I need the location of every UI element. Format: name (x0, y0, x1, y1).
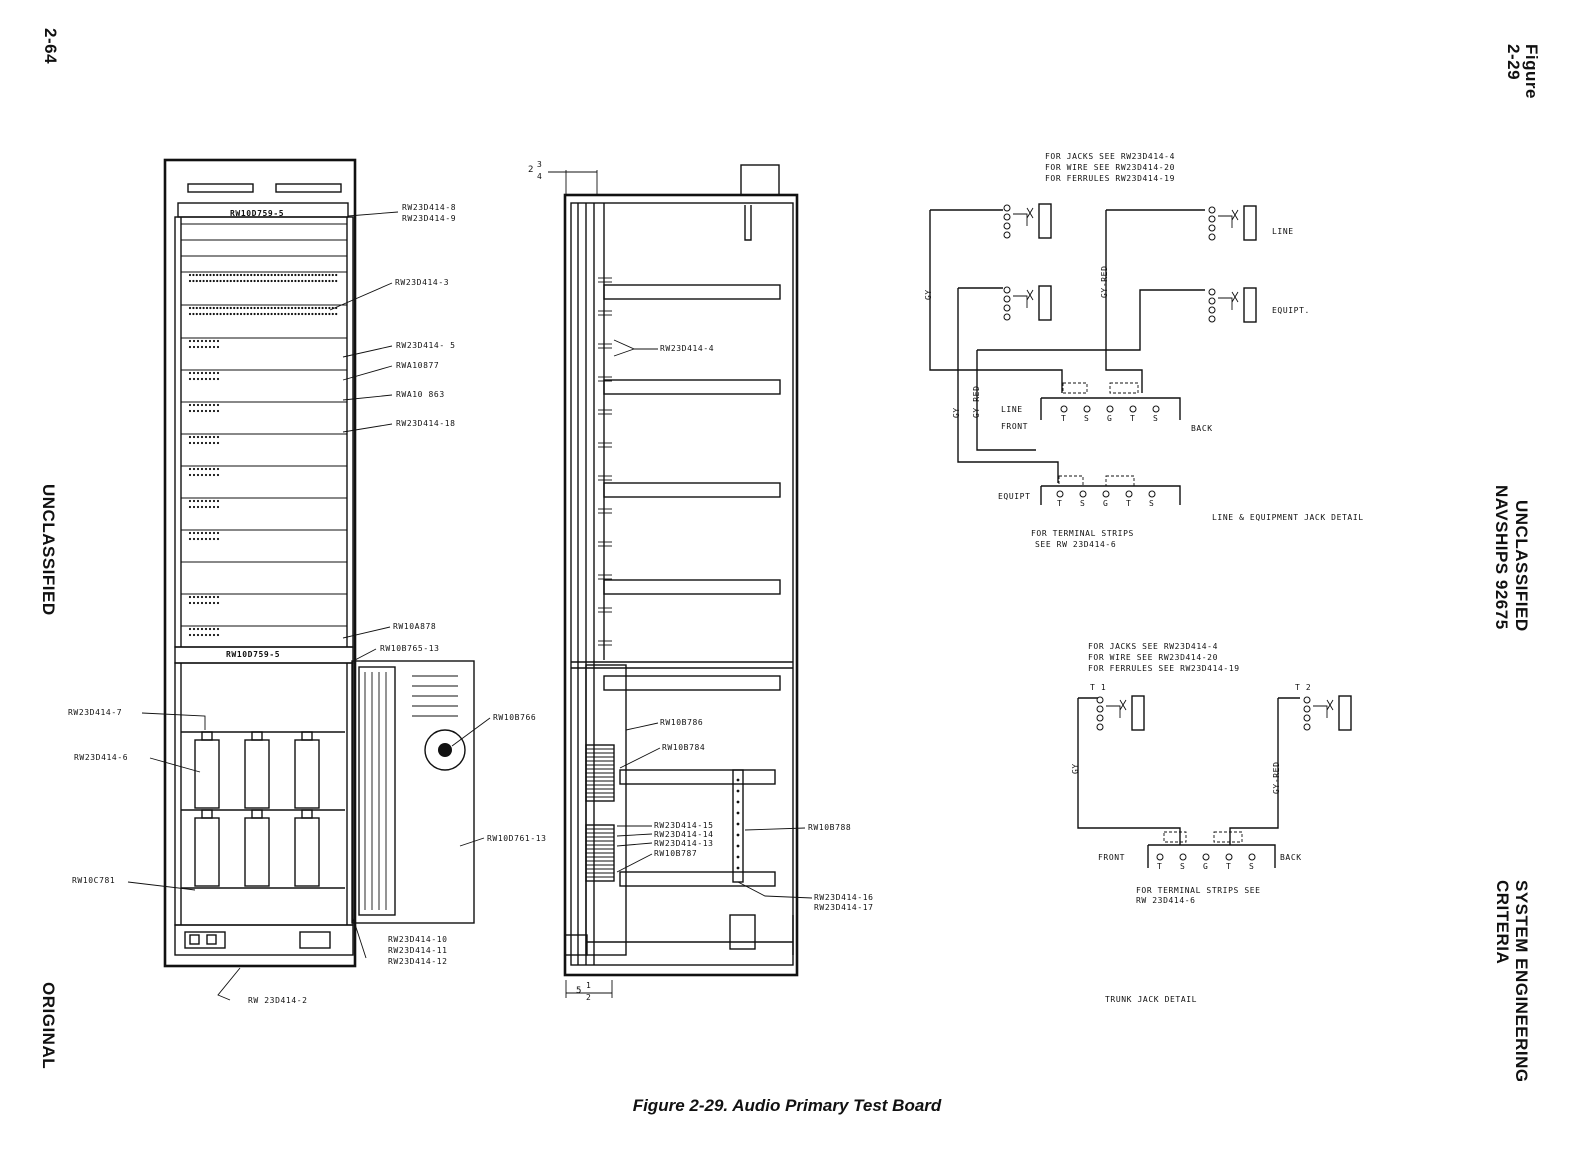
tr-note-ferrules: FOR FERRULES SEE RW23D414-19 (1088, 664, 1240, 673)
callout-rw23d414-17: RW23D414-17 (814, 903, 874, 912)
tr-wire-gy: GY (1071, 763, 1080, 774)
trunk-detail-title: TRUNK JACK DETAIL (1105, 995, 1198, 1004)
callout-rw23d414-5: RW23D414- 5 (396, 341, 456, 350)
callout-rw10d761-13: RW10D761-13 (487, 834, 547, 843)
panel-bottom-label: RW10D759-5 (226, 650, 281, 659)
callout-rw10b765-13: RW10B765-13 (380, 644, 440, 653)
terminal-letter: S (1084, 414, 1090, 423)
bottom-dimension-denominator: 2 (586, 993, 592, 1002)
top-dimension-denominator: 4 (537, 172, 543, 181)
le-strip-note-1: FOR TERMINAL STRIPS (1031, 529, 1134, 538)
trunk-front-label: FRONT (1098, 853, 1126, 862)
callout-rw23d414-14: RW23D414-14 (654, 830, 714, 839)
strip-line-label: LINE (1001, 405, 1023, 414)
trunk-t1-label: T 1 (1090, 683, 1107, 692)
terminal-letter: T (1061, 414, 1067, 423)
callout-rw23d414-16: RW23D414-16 (814, 893, 874, 902)
terminal-letter: S (1080, 499, 1086, 508)
callout-rw10a878: RW10A878 (393, 622, 437, 631)
tr-strip-note-2: RW 23D414-6 (1136, 896, 1196, 905)
side-view-cabinet (548, 164, 799, 998)
terminal-letter: T (1130, 414, 1136, 423)
side-view-leaders (613, 339, 813, 899)
callout-rwa10877: RWA10877 (396, 361, 440, 370)
callout-rw23d414-9: RW23D414-9 (402, 214, 457, 223)
line-equipment-schematic (929, 203, 1257, 505)
strip-back-label: BACK (1191, 424, 1213, 433)
trunk-back-label: BACK (1280, 853, 1302, 862)
terminal-letter: S (1180, 862, 1186, 871)
terminal-letter: G (1103, 499, 1109, 508)
front-view-cabinet (163, 158, 475, 968)
terminal-letter: T (1126, 499, 1132, 508)
le-wire-gy-red-top: GY-RED (1100, 265, 1109, 299)
strip-equipt-label: EQUIPT (998, 492, 1031, 501)
callout-rw23d414-7: RW23D414-7 (68, 708, 123, 717)
top-dimension-whole: 2 (528, 165, 535, 175)
tr-note-jacks: FOR JACKS SEE RW23D414-4 (1088, 642, 1218, 651)
callout-rw10b766: RW10B766 (493, 713, 537, 722)
callout-rw23d414-11: RW23D414-11 (388, 946, 448, 955)
trunk-t2-label: T 2 (1295, 683, 1312, 692)
terminal-letter: T (1226, 862, 1232, 871)
le-wire-gy-lower: GY (952, 407, 961, 418)
terminal-letter: S (1249, 862, 1255, 871)
terminal-letter: G (1203, 862, 1209, 871)
callout-rw23d414-3: RW23D414-3 (395, 278, 450, 287)
le-wire-gy-red-lower: GY-RED (972, 385, 981, 419)
panel-top-label: RW10D759-5 (230, 209, 285, 218)
strip-front-label: FRONT (1001, 422, 1029, 431)
callout-rw10b788: RW10B788 (808, 823, 852, 832)
callout-rw23d414-10: RW23D414-10 (388, 935, 448, 944)
callout-rw23d414-6: RW23D414-6 (74, 753, 129, 762)
tr-note-wire: FOR WIRE SEE RW23D414-20 (1088, 653, 1218, 662)
bottom-dimension-numerator: 1 (586, 981, 592, 990)
callout-rw23d414-18: RW23D414-18 (396, 419, 456, 428)
tr-wire-gy-red: GY-RED (1272, 761, 1281, 795)
callout-rw23d414-13: RW23D414-13 (654, 839, 714, 848)
terminal-letter: T (1157, 862, 1163, 871)
bottom-dimension-whole: 5 (576, 986, 583, 996)
trunk-schematic (1077, 695, 1352, 868)
le-detail-title: LINE & EQUIPMENT JACK DETAIL (1212, 513, 1364, 522)
callout-rw23d414-2: RW 23D414-2 (248, 996, 308, 1005)
terminal-letter: G (1107, 414, 1113, 423)
callout-rw23d414-15: RW23D414-15 (654, 821, 714, 830)
le-wire-gy: GY (924, 289, 933, 300)
le-note-jacks: FOR JACKS SEE RW23D414-4 (1045, 152, 1175, 161)
front-view-leaders (127, 211, 491, 1001)
callout-rw23d414-8: RW23D414-8 (402, 203, 457, 212)
callout-rw10b786: RW10B786 (660, 718, 704, 727)
terminal-letter: S (1153, 414, 1159, 423)
tr-strip-note-1: FOR TERMINAL STRIPS SEE (1136, 886, 1261, 895)
terminal-letter: T (1057, 499, 1063, 508)
callout-rw10b784: RW10B784 (662, 743, 706, 752)
callout-rw23d414-4: RW23D414-4 (660, 344, 715, 353)
jack-equipt-label: EQUIPT. (1272, 306, 1310, 315)
jack-line-label: LINE (1272, 227, 1294, 236)
figure-caption: Figure 2-29. Audio Primary Test Board (632, 1096, 942, 1115)
callout-rw23d414-12: RW23D414-12 (388, 957, 448, 966)
le-note-ferrules: FOR FERRULES RW23D414-19 (1045, 174, 1175, 183)
terminal-letter: S (1149, 499, 1155, 508)
callout-rw10b787: RW10B787 (654, 849, 698, 858)
callout-rw10c781: RW10C781 (72, 876, 116, 885)
callout-rwa10863: RWA10 863 (396, 390, 445, 399)
le-note-wire: FOR WIRE SEE RW23D414-20 (1045, 163, 1175, 172)
top-dimension-numerator: 3 (537, 160, 543, 169)
le-strip-note-2: SEE RW 23D414-6 (1035, 540, 1117, 549)
